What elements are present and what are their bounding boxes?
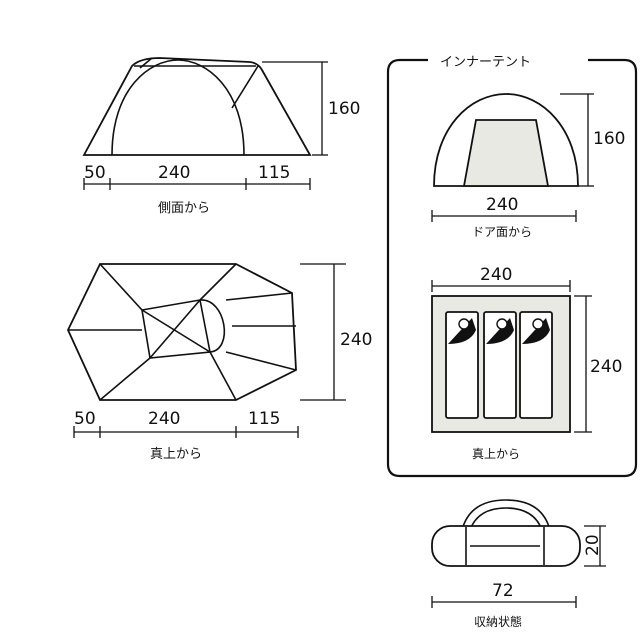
- side-view-caption: 側面から: [158, 201, 210, 216]
- storage-length-value: 72: [492, 581, 514, 601]
- side-rear-value: 115: [258, 163, 290, 183]
- door-view-caption: ドア面から: [472, 225, 532, 239]
- top-rear-value: 115: [248, 409, 280, 429]
- door-view-door: [462, 119, 550, 187]
- storage-bag-handle-inner: [469, 507, 543, 531]
- top-view-caption: 真上から: [150, 447, 202, 462]
- door-width-value: 240: [486, 195, 518, 215]
- sleeper-face-1: [458, 318, 470, 330]
- sleeper-face-3: [532, 318, 544, 330]
- inner-top-caption: 真上から: [472, 447, 520, 461]
- sleeper-face-2: [496, 318, 508, 330]
- inner-top-width-value: 240: [480, 265, 512, 285]
- top-front-value: 50: [74, 409, 96, 429]
- storage-bag: 20 72 収納状態: [431, 499, 606, 629]
- storage-caption: 収納状態: [474, 614, 522, 629]
- side-view-outline: [82, 57, 312, 156]
- sleeping-bags: [445, 311, 553, 419]
- storage-diameter-value: 20: [583, 534, 603, 556]
- side-body-value: 240: [158, 163, 190, 183]
- top-view-outline: [67, 263, 297, 401]
- inner-tent-border: [386, 58, 638, 478]
- top-width-value: 240: [340, 330, 372, 350]
- side-height-value: 160: [328, 99, 360, 119]
- top-body-value: 240: [148, 409, 180, 429]
- side-view: 160 50 240 115 側面から: [82, 57, 360, 216]
- side-front-value: 50: [84, 163, 106, 183]
- door-height-value: 160: [593, 129, 625, 149]
- inner-tent-title: インナーテント: [440, 55, 531, 70]
- top-view-poles: [68, 263, 297, 401]
- inner-tent-frame: インナーテント 160 240 ドア面から 240 240: [386, 55, 638, 478]
- storage-bag-handle: [461, 499, 551, 531]
- top-view-front-panel: [199, 299, 226, 353]
- inner-top-depth-value: 240: [590, 357, 622, 377]
- top-view: 240 50 240 115 真上から: [67, 263, 372, 462]
